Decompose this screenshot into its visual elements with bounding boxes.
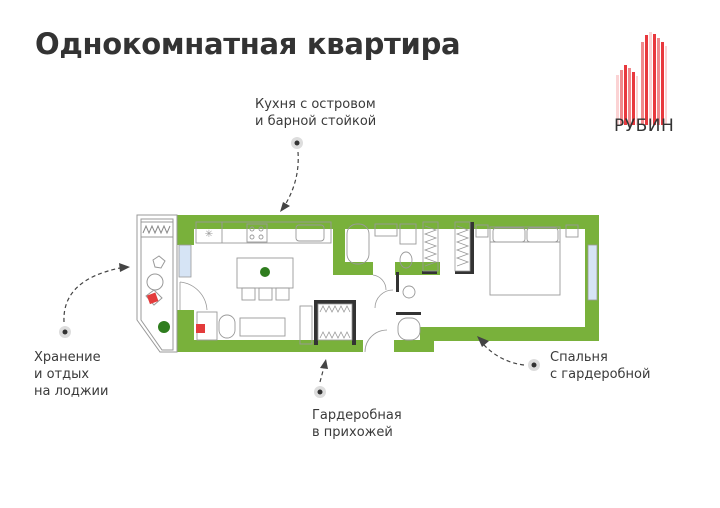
plant-icon [158, 321, 170, 333]
brand-name: РУБИН [614, 116, 675, 136]
page-title: Однокомнатная квартира [35, 27, 461, 61]
armchair-icon [146, 292, 159, 305]
callout-bedroom: Спальня с гардеробной [550, 350, 651, 382]
callout-loggia: Хранение и отдых на лоджии [34, 350, 109, 399]
kitchen [195, 221, 332, 345]
plant-icon [260, 267, 270, 277]
callout-markers [59, 137, 540, 398]
svg-text:✳: ✳ [205, 229, 213, 240]
callout-kitchen: Кухня с островом и барной стойкой [255, 97, 377, 129]
callout-hall-wardrobe: Гардеробная в прихожей [312, 408, 402, 440]
rubin-logo-icon [616, 32, 667, 125]
loggia [136, 214, 178, 353]
bathroom [346, 223, 421, 341]
bed-icon [475, 224, 579, 296]
